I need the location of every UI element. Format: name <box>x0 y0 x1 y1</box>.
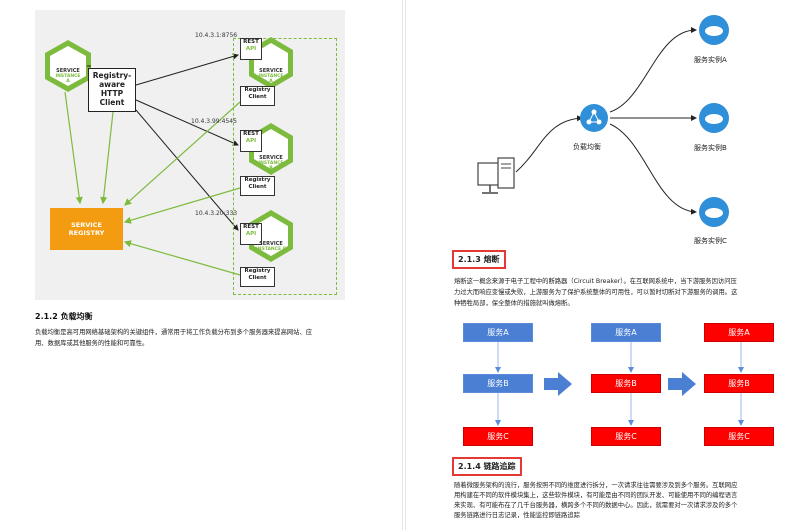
instance-c-label: 服务实例C <box>694 237 727 245</box>
heading-circuit-breaker: 2.1.3 熔断 <box>452 250 506 269</box>
right-page: 负载均衡 服务实例A 服务实例B 服务实例C 2.1.3 熔断 熔断这一概念来源… <box>406 0 808 530</box>
page-divider <box>402 0 403 530</box>
service-box: 服务C <box>591 427 661 446</box>
arrow-right-icon <box>668 372 696 396</box>
service-box: 服务C <box>463 427 533 446</box>
service-box: 服务C <box>704 427 774 446</box>
section-body-load-balancing: 负载均衡是高可用网络基础架构的关键组件，通常用于将工作负载分布到多个服务器来提高… <box>35 329 313 347</box>
ip-instance-a: 10.4.3.1:8756 <box>195 32 238 39</box>
service-box: 服务B <box>704 374 774 393</box>
instance-b-label: 服务实例B <box>694 144 727 152</box>
right-diagram-lines <box>477 15 744 426</box>
circuit-breaker-body: 熔断这一概念来源于电子工程中的断路器（Circuit Breaker）。在互联网… <box>454 278 738 307</box>
cloud-icon-c <box>699 197 729 227</box>
service-box: 服务A <box>704 323 774 342</box>
service-discovery-diagram: SERVICE INSTANCE A Registry- aware HTTP … <box>35 10 345 300</box>
heading-tracing: 2.1.4 链路追踪 <box>452 457 522 476</box>
service-box: 服务A <box>591 323 661 342</box>
ip-instance-b: 10.4.3.99:4545 <box>191 118 237 125</box>
load-balancer-icon <box>580 104 608 132</box>
diagram-lines <box>45 37 293 276</box>
ip-instance-c: 10.4.3.20:333 <box>195 210 238 217</box>
instance-a-label: 服务实例A <box>694 56 727 64</box>
service-box: 服务A <box>463 323 533 342</box>
cloud-icon-b <box>699 103 729 133</box>
left-page: SERVICE INSTANCE A Registry- aware HTTP … <box>0 0 402 530</box>
computer-icon <box>477 157 515 194</box>
page-divider <box>405 0 406 530</box>
service-a-label: SERVICE INSTANCE A <box>55 68 81 84</box>
arrow-right-icon <box>544 372 572 396</box>
registry-aware-client: Registry- aware HTTP Client <box>88 68 136 112</box>
tracing-body: 随着微服务架构的流行，服务按照不同的维度进行拆分，一次请求往往需要涉及到多个服务… <box>454 482 738 519</box>
service-registry: SERVICE REGISTRY <box>50 208 123 250</box>
cloud-icon-a <box>699 15 729 45</box>
service-box: 服务B <box>463 374 533 393</box>
section-title-load-balancing: 2.1.2 负载均衡 <box>35 312 93 321</box>
lb-label: 负载均衡 <box>573 143 601 151</box>
service-box: 服务B <box>591 374 661 393</box>
instance-group <box>233 38 337 295</box>
